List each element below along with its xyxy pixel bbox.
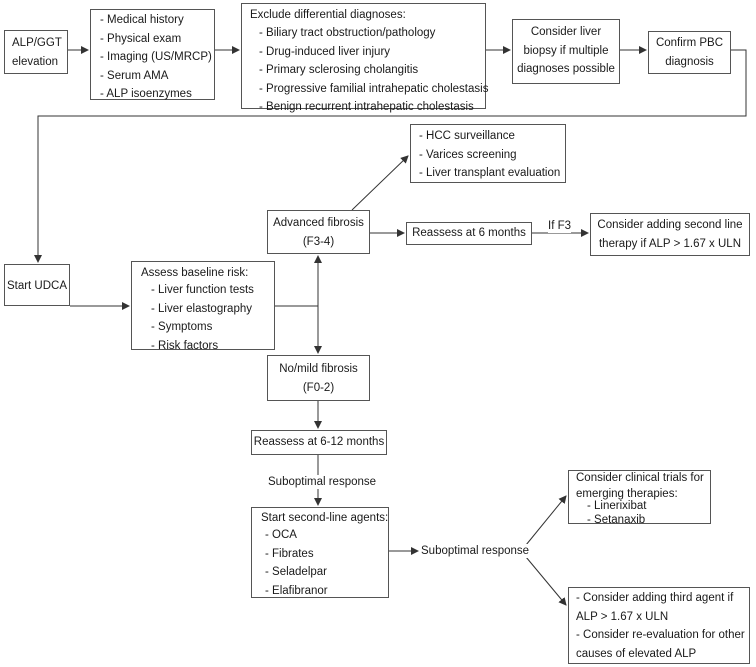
- edge-label-suboptimal-2: Suboptimal response: [421, 544, 530, 558]
- list-item: - Consider re-evaluation for other: [576, 629, 745, 641]
- list-item: - Risk factors: [151, 339, 219, 352]
- node-baseline-risk: Assess baseline risk: - Liver function t…: [131, 261, 275, 352]
- list-item: - Imaging (US/MRCP): [100, 51, 212, 63]
- node-reassess-6-months: Reassess at 6 months: [406, 222, 532, 245]
- arrow-confirm-to-udca: [34, 49, 747, 263]
- node-second-line-agents: Start second-line agents: - OCA - Fibrat…: [251, 507, 389, 598]
- list-item: - Setanaxib: [587, 514, 646, 526]
- agents-list: - OCA - Fibrates - Seladelpar - Elafibra…: [265, 526, 328, 600]
- list-item: - HCC surveillance: [419, 130, 515, 142]
- list-item: ALP > 1.67 x ULN: [576, 610, 669, 623]
- node-mild-fibrosis: No/mild fibrosis(F0-2): [267, 355, 370, 401]
- arrow-subopt-to-trials: [525, 495, 567, 546]
- node-text: Reassess at 6 months: [412, 227, 526, 239]
- node-text: Start UDCA: [6, 280, 68, 292]
- node-title: Assess baseline risk:: [141, 267, 249, 279]
- list-item: - Varices screening: [419, 148, 517, 161]
- list-item: - OCA: [265, 529, 297, 541]
- list-item: - Fibrates: [265, 547, 314, 560]
- exclude-list: - Biliary tract obstruction/pathology - …: [259, 24, 488, 117]
- node-advanced-fibrosis: Advanced fibrosis(F3-4): [267, 210, 370, 254]
- list-item: - Seladelpar: [265, 566, 328, 578]
- node-exclude-differentials: Exclude differential diagnoses: - Biliar…: [241, 3, 488, 113]
- list-item: - Progressive familial intrahepatic chol…: [259, 82, 489, 95]
- list-item: - Linerixibat: [587, 500, 647, 512]
- list-item: - Consider adding third agent if: [576, 592, 734, 604]
- list-item: - Physical exam: [100, 32, 182, 45]
- list-item: - Liver elastography: [151, 302, 252, 315]
- hcc-list: - HCC surveillance - Varices screening -…: [419, 127, 560, 183]
- node-title: Exclude differential diagnoses:: [250, 9, 406, 21]
- list-item: - Primary sclerosing cholangitis: [259, 64, 419, 76]
- node-start-udca: Start UDCA: [4, 264, 70, 306]
- third-agent-list: - Consider adding third agent if ALP > 1…: [576, 589, 745, 663]
- list-item: - Symptoms: [151, 321, 213, 333]
- node-text: Reassess at 6-12 months: [253, 436, 385, 448]
- edge-label-suboptimal-1: Suboptimal response: [268, 475, 377, 489]
- list-item: - Drug-induced liver injury: [259, 45, 391, 58]
- list-item: - Medical history: [100, 14, 184, 26]
- node-text: Advanced fibrosis(F3-4): [273, 217, 364, 248]
- workup-list: - Medical history - Physical exam - Imag…: [100, 11, 212, 104]
- list-item: - ALP isoenzymes: [100, 88, 192, 100]
- baseline-list: - Liver function tests - Liver elastogra…: [151, 281, 254, 355]
- list-item: - Liver transplant evaluation: [419, 167, 561, 179]
- list-item: - Serum AMA: [100, 69, 169, 82]
- node-reassess-6-12-months: Reassess at 6-12 months: [251, 430, 387, 455]
- list-item: - Biliary tract obstruction/pathology: [259, 27, 436, 39]
- list-item: - Elafibranor: [265, 584, 328, 597]
- arrow-subopt-to-third: [525, 556, 567, 606]
- edge-label-if-f3: If F3: [548, 219, 572, 233]
- node-workup: - Medical history - Physical exam - Imag…: [90, 9, 215, 100]
- trials-list: - Linerixibat - Setanaxib: [587, 499, 646, 527]
- node-third-agent: - Consider adding third agent if ALP > 1…: [568, 587, 750, 664]
- list-item: causes of elevated ALP: [576, 647, 697, 660]
- node-title: Start second-line agents:: [261, 512, 389, 524]
- list-item: - Benign recurrent intrahepatic cholesta…: [259, 101, 474, 113]
- arrow-advanced-to-hcc: [351, 155, 409, 211]
- list-item: - Liver function tests: [151, 284, 254, 296]
- node-text: No/mild fibrosis(F0-2): [279, 363, 358, 394]
- node-hcc-surveillance: - HCC surveillance - Varices screening -…: [410, 124, 566, 183]
